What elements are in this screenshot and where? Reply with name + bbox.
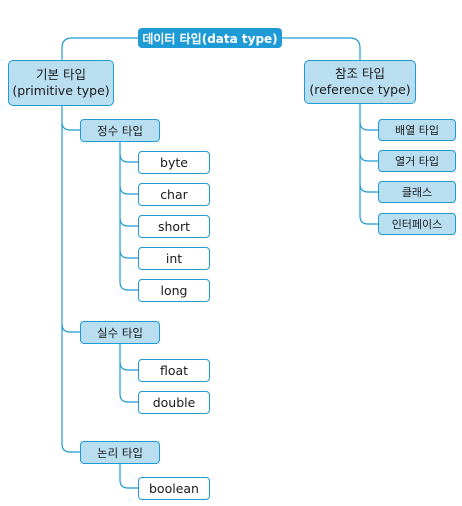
leaf-double-label: double [152,395,196,410]
leaf-short: short [138,215,210,238]
primitive-label-line2: (primitive type) [12,83,110,98]
leaf-boolean: boolean [138,477,210,500]
ref-item-class: 클래스 [378,181,456,203]
connector-primitive-spine [61,106,80,453]
connector-int-spine [119,142,138,291]
connector-int-char [119,185,138,195]
primitive-type-node: 기본 타입 (primitive type) [8,60,114,106]
ref-item-enum: 열거 타입 [378,150,456,172]
leaf-long-label: long [160,283,188,298]
connector-root-primitive [61,37,138,60]
ref-item-interface-label: 인터페이스 [391,218,443,231]
connector-primitive-int-group [61,121,80,131]
leaf-short-label: short [157,219,191,234]
ref-item-array: 배열 타입 [378,119,456,141]
ref-item-array-label: 배열 타입 [395,124,439,137]
connector-bool-spine [119,464,138,489]
connector-ref-enum [359,152,378,162]
reference-label-line2: (reference type) [309,82,411,97]
connector-ref-class [359,183,378,193]
float-type-node: 실수 타입 [80,321,160,344]
float-type-label: 실수 타입 [97,325,143,340]
ref-item-class-label: 클래스 [401,186,433,199]
connector-int-short [119,217,138,227]
leaf-double: double [138,391,210,414]
connector-reference-spine [359,104,378,225]
integer-type-node: 정수 타입 [80,119,160,142]
primitive-label-line1: 기본 타입 [36,67,86,82]
reference-label-line1: 참조 타입 [335,66,385,81]
integer-type-label: 정수 타입 [97,123,143,138]
boolean-type-label: 논리 타입 [97,445,143,460]
leaf-long: long [138,279,210,302]
connector-primitive-float-group [61,323,80,333]
connector-float-float [119,361,138,371]
ref-item-interface: 인터페이스 [378,213,456,235]
leaf-char-label: char [160,187,188,202]
root-node: 데이터 타입(data type) [138,28,282,48]
connector-float-spine [119,344,138,403]
root-label: 데이터 타입(data type) [142,31,278,46]
leaf-boolean-label: boolean [149,481,199,496]
reference-type-node: 참조 타입 (reference type) [304,60,416,104]
connector-int-int [119,249,138,259]
leaf-byte: byte [138,151,210,174]
leaf-byte-label: byte [160,155,188,170]
leaf-int-label: int [165,251,183,266]
ref-item-enum-label: 열거 타입 [395,155,439,168]
leaf-char: char [138,183,210,206]
boolean-type-node: 논리 타입 [80,441,160,464]
leaf-int: int [138,247,210,270]
connector-int-byte [119,153,138,163]
leaf-float-label: float [159,363,189,378]
leaf-float: float [138,359,210,382]
connector-root-reference [282,37,361,60]
connector-ref-array [359,121,378,131]
